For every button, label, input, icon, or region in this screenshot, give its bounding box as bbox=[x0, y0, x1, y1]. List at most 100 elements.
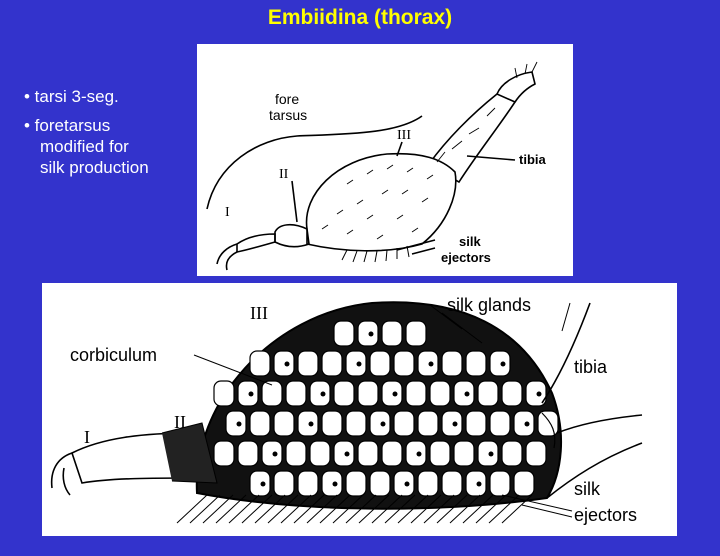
gland-cell bbox=[249, 410, 271, 437]
silk-gland-figure: III II I corbiculum silk glands tibia si… bbox=[42, 283, 677, 536]
gland-nucleus bbox=[452, 421, 458, 427]
gland-cell bbox=[441, 350, 463, 377]
label-corbiculum: corbiculum bbox=[70, 345, 157, 365]
gland-cell bbox=[381, 320, 403, 347]
gland-nucleus bbox=[416, 451, 422, 457]
gland-cell bbox=[513, 470, 535, 497]
gland-cell bbox=[297, 470, 319, 497]
gland-cell bbox=[465, 470, 487, 497]
gland-cell bbox=[273, 350, 295, 377]
gland-cell bbox=[417, 470, 439, 497]
gland-cell bbox=[273, 410, 295, 437]
gland-cell bbox=[501, 440, 523, 467]
gland-cell bbox=[453, 380, 475, 407]
bullet-tarsi: • tarsi 3-seg. bbox=[24, 86, 194, 107]
gland-cell bbox=[489, 410, 511, 437]
gland-nucleus bbox=[404, 481, 410, 487]
gland-cell bbox=[309, 380, 331, 407]
silk-ejector-seta bbox=[501, 494, 533, 524]
gland-cell bbox=[285, 380, 307, 407]
gland-nucleus bbox=[284, 361, 290, 367]
foreleg-figure: fore tarsus I II III tibia silk ejectors bbox=[197, 44, 573, 276]
bullet-foretarsus: • foretarsus modified for silk productio… bbox=[24, 115, 194, 178]
silk-ejector-seta bbox=[436, 494, 468, 524]
gland-cell bbox=[297, 410, 319, 437]
silk-ejector-seta bbox=[345, 494, 377, 524]
label-segment-3: III bbox=[250, 303, 268, 323]
silk-ejector-seta bbox=[254, 494, 286, 524]
gland-cell bbox=[333, 320, 355, 347]
gland-cell bbox=[489, 470, 511, 497]
silk-ejector-seta bbox=[215, 494, 247, 524]
silk-ejector-seta bbox=[228, 494, 260, 524]
gland-nucleus bbox=[320, 391, 326, 397]
silk-ejector-seta bbox=[280, 494, 312, 524]
gland-cell bbox=[381, 380, 403, 407]
gland-cell bbox=[429, 380, 451, 407]
gland-nucleus bbox=[368, 331, 374, 337]
label-tarsus: tarsus bbox=[269, 107, 307, 123]
gland-cell bbox=[249, 350, 271, 377]
gland-nucleus bbox=[392, 391, 398, 397]
label-tibia: tibia bbox=[519, 152, 546, 167]
gland-cell bbox=[405, 320, 427, 347]
gland-cell bbox=[249, 470, 271, 497]
gland-nucleus bbox=[476, 481, 482, 487]
silk-ejector-seta bbox=[384, 494, 416, 524]
gland-cell bbox=[213, 380, 235, 407]
gland-cell bbox=[465, 410, 487, 437]
gland-cell bbox=[213, 440, 235, 467]
gland-cell bbox=[381, 440, 403, 467]
silk-ejector-seta bbox=[410, 494, 442, 524]
label-silk: silk bbox=[574, 479, 601, 499]
gland-cell bbox=[225, 410, 247, 437]
gland-cell bbox=[309, 440, 331, 467]
gland-nucleus bbox=[260, 481, 266, 487]
label-segment-2: II bbox=[279, 167, 289, 182]
foreleg-drawing: fore tarsus I II III tibia silk ejectors bbox=[206, 61, 546, 271]
gland-cell bbox=[465, 350, 487, 377]
gland-cell bbox=[357, 320, 379, 347]
gland-nucleus bbox=[356, 361, 362, 367]
gland-cell bbox=[477, 380, 499, 407]
gland-cell bbox=[537, 410, 559, 437]
gland-nucleus bbox=[500, 361, 506, 367]
label-silk-glands: silk glands bbox=[447, 295, 531, 315]
gland-cell bbox=[489, 350, 511, 377]
label-segment-3: III bbox=[397, 128, 411, 143]
gland-cell bbox=[393, 410, 415, 437]
gland-cell bbox=[285, 440, 307, 467]
gland-cell bbox=[357, 440, 379, 467]
gland-cell bbox=[477, 440, 499, 467]
gland-cell bbox=[501, 380, 523, 407]
bullet-line: • tarsi 3-seg. bbox=[24, 87, 119, 106]
gland-cell bbox=[237, 440, 259, 467]
gland-cell bbox=[405, 440, 427, 467]
label-silk: silk bbox=[459, 234, 481, 249]
gland-nucleus bbox=[332, 481, 338, 487]
gland-cell bbox=[369, 350, 391, 377]
gland-nucleus bbox=[464, 391, 470, 397]
silk-ejector-seta bbox=[176, 494, 208, 524]
label-ejectors: ejectors bbox=[441, 250, 491, 265]
gland-nucleus bbox=[344, 451, 350, 457]
gland-cell bbox=[321, 410, 343, 437]
gland-cells bbox=[213, 320, 559, 497]
silk-ejector-seta bbox=[475, 494, 507, 524]
gland-cell bbox=[441, 410, 463, 437]
gland-cell bbox=[369, 410, 391, 437]
silk-gland-drawing: III II I corbiculum silk glands tibia si… bbox=[50, 295, 643, 525]
silk-ejector-seta bbox=[189, 494, 221, 524]
gland-cell bbox=[345, 350, 367, 377]
silk-ejector-seta bbox=[462, 494, 494, 524]
bullet-line: modified for bbox=[40, 137, 129, 156]
gland-cell bbox=[369, 470, 391, 497]
gland-cell bbox=[333, 440, 355, 467]
label-fore: fore bbox=[275, 91, 299, 107]
silk-ejector-seta bbox=[332, 494, 364, 524]
gland-nucleus bbox=[308, 421, 314, 427]
gland-cell bbox=[333, 380, 355, 407]
gland-nucleus bbox=[524, 421, 530, 427]
gland-cell bbox=[393, 470, 415, 497]
silk-ejector-seta bbox=[371, 494, 403, 524]
